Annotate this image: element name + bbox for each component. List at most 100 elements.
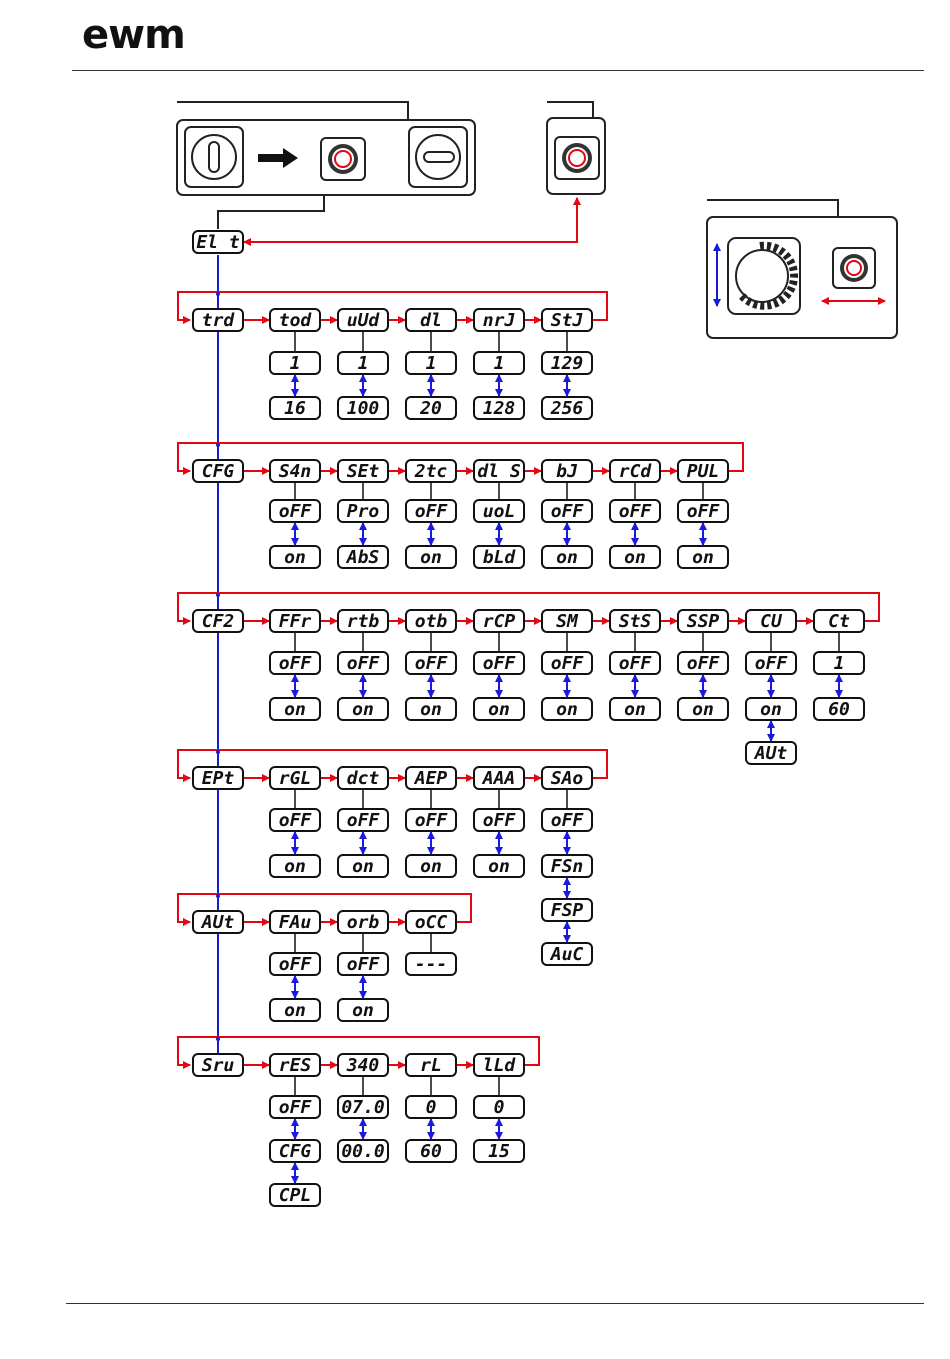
value-1-5-0-display: oFF (609, 499, 661, 523)
svg-text:oFF: oFF (483, 653, 517, 674)
value-2-7-1-display: on (745, 697, 797, 721)
parameter-4-0-display: FAu (269, 910, 321, 934)
svg-text:oFF: oFF (347, 653, 381, 674)
parameter-5-2-display: rL (405, 1053, 457, 1077)
value-4-0-0-display: oFF (269, 952, 321, 976)
value-1-1-0-display: Pro (337, 499, 389, 523)
svg-text:rCP: rCP (483, 611, 516, 632)
value-2-7-2-display: AUt (745, 741, 797, 765)
svg-text:oFF: oFF (279, 810, 313, 831)
svg-text:dl: dl (420, 310, 442, 331)
value-2-0-1-display: on (269, 697, 321, 721)
svg-text:on: on (556, 699, 578, 720)
parameter-0-2-display: dl (405, 308, 457, 332)
parameter-1-3-display: dl S (473, 459, 525, 483)
value-1-6-1-display: on (677, 545, 729, 569)
value-1-0-1-display: on (269, 545, 321, 569)
parameter-4-1-display: orb (337, 910, 389, 934)
svg-text:lLd: lLd (483, 1055, 517, 1076)
value-2-5-0-display: oFF (609, 651, 661, 675)
value-5-0-2-display: CPL (269, 1183, 321, 1207)
svg-text:Pro: Pro (347, 501, 380, 522)
value-0-2-0-display: 1 (405, 351, 457, 375)
svg-text:Ct: Ct (828, 611, 850, 632)
parameter-1-5-display: rCd (609, 459, 661, 483)
svg-text:on: on (692, 699, 714, 720)
svg-text:on: on (760, 699, 782, 720)
value-2-6-1-display: on (677, 697, 729, 721)
svg-text:on: on (284, 547, 306, 568)
svg-text:CFG: CFG (202, 461, 235, 482)
svg-text:on: on (624, 699, 646, 720)
push-button-icon (562, 143, 592, 173)
svg-text:oFF: oFF (619, 653, 653, 674)
svg-text:60: 60 (828, 699, 850, 720)
value-1-2-0-display: oFF (405, 499, 457, 523)
value-1-3-0-display: uoL (473, 499, 525, 523)
svg-text:on: on (488, 699, 510, 720)
svg-text:oFF: oFF (415, 653, 449, 674)
parameter-5-1-display: 340 (337, 1053, 389, 1077)
navigation-legend-panel (706, 199, 898, 339)
value-0-3-0-display: 1 (473, 351, 525, 375)
svg-text:FSn: FSn (551, 856, 584, 877)
parameter-1-4-display: bJ (541, 459, 593, 483)
svg-text:on: on (556, 547, 578, 568)
svg-text:1: 1 (290, 353, 301, 374)
value-0-0-1-display: 16 (269, 396, 321, 420)
menu-0-display: trd (192, 308, 244, 332)
value-4-2-0-display: --- (405, 952, 457, 976)
svg-text:oFF: oFF (279, 501, 313, 522)
parameter-0-1-display: uUd (337, 308, 389, 332)
value-5-0-1-display: CFG (269, 1139, 321, 1163)
svg-text:SAo: SAo (551, 768, 584, 789)
value-5-2-1-display: 60 (405, 1139, 457, 1163)
value-3-4-3-display: AuC (541, 942, 593, 966)
parameter-1-2-display: 2tc (405, 459, 457, 483)
svg-text:oFF: oFF (415, 501, 449, 522)
value-1-4-0-display: oFF (541, 499, 593, 523)
parameter-0-4-display: StJ (541, 308, 593, 332)
value-3-3-1-display: on (473, 854, 525, 878)
svg-text:100: 100 (347, 398, 380, 419)
svg-text:PUL: PUL (687, 461, 720, 482)
svg-text:dl S: dl S (477, 461, 521, 482)
value-5-1-0-display: 07.0 (337, 1095, 389, 1119)
value-2-4-1-display: on (541, 697, 593, 721)
parameter-2-8-display: Ct (813, 609, 865, 633)
value-4-1-1-display: on (337, 998, 389, 1022)
svg-text:AbS: AbS (346, 547, 380, 568)
svg-text:rES: rES (279, 1055, 312, 1076)
ewm-logo: ewm (82, 12, 186, 58)
value-5-3-0-display: 0 (473, 1095, 525, 1119)
control-panel-entry (176, 101, 476, 229)
svg-text:15: 15 (488, 1141, 510, 1162)
value-0-4-0-display: 129 (541, 351, 593, 375)
svg-text:20: 20 (419, 398, 442, 419)
parameter-3-2-display: AEP (405, 766, 457, 790)
svg-text:StJ: StJ (551, 310, 584, 331)
value-0-0-0-display: 1 (269, 351, 321, 375)
svg-text:dct: dct (347, 768, 380, 789)
svg-text:oFF: oFF (483, 810, 517, 831)
value-2-0-0-display: oFF (269, 651, 321, 675)
value-3-4-0-display: oFF (541, 808, 593, 832)
parameter-2-1-display: rtb (337, 609, 389, 633)
value-3-1-0-display: oFF (337, 808, 389, 832)
svg-text:uoL: uoL (483, 501, 516, 522)
push-button-icon (328, 144, 358, 174)
svg-text:FFr: FFr (279, 611, 312, 632)
svg-text:CU: CU (760, 611, 783, 632)
parameter-4-2-display: oCC (405, 910, 457, 934)
value-3-2-1-display: on (405, 854, 457, 878)
svg-text:oFF: oFF (687, 501, 721, 522)
svg-text:on: on (692, 547, 714, 568)
svg-text:otb: otb (415, 611, 448, 632)
svg-text:on: on (420, 547, 442, 568)
svg-text:StS: StS (619, 611, 652, 632)
svg-text:oFF: oFF (551, 501, 585, 522)
parameter-3-3-display: AAA (473, 766, 525, 790)
svg-text:rCd: rCd (619, 461, 653, 482)
